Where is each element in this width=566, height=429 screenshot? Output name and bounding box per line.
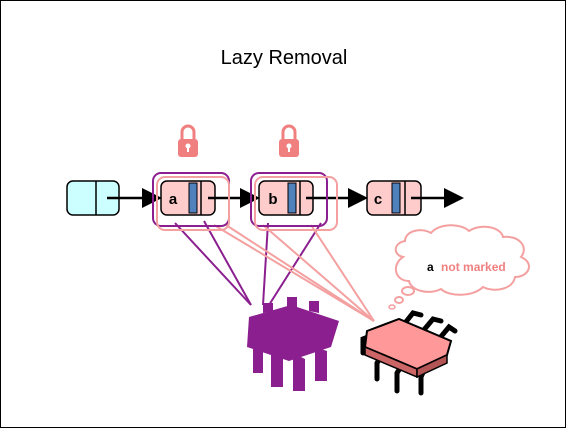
pink-thread-lines [213, 224, 375, 322]
thought-bubble-text: a not marked [427, 260, 506, 274]
thought-dot-small [388, 304, 396, 310]
pink-lock-outline-b [254, 176, 338, 231]
list-node-c: c [366, 180, 422, 216]
thought-dot-large [401, 286, 415, 296]
node-a-label: a [169, 191, 178, 208]
purple-thread-lines [174, 220, 322, 306]
node-b-box [258, 180, 314, 216]
slide-title: Lazy Removal [220, 47, 348, 69]
node-b-label: b [268, 191, 277, 208]
purple-lock-outline-b [250, 172, 328, 227]
purple-thread-bug-icon [247, 297, 339, 391]
thought-bubble: a not marked [388, 224, 530, 310]
thought-dot-medium [394, 296, 404, 304]
thought-bubble-cloud [394, 224, 530, 296]
node-c-label: c [374, 191, 382, 208]
node-c-mark-bit [391, 182, 401, 214]
lock-icon [178, 124, 198, 157]
lock-icon [279, 124, 299, 157]
node-b-mark-bit [287, 182, 297, 214]
pink-thread-bug-icon [360, 310, 458, 396]
list-node-a: a [160, 180, 216, 216]
lock-outlines [152, 172, 338, 231]
node-a-mark-bit [188, 182, 198, 214]
thought-message: not marked [441, 260, 506, 274]
pink-lock-outline-a [156, 176, 230, 231]
list-node-b: b [258, 180, 314, 216]
thought-node-ref: a [427, 260, 434, 274]
